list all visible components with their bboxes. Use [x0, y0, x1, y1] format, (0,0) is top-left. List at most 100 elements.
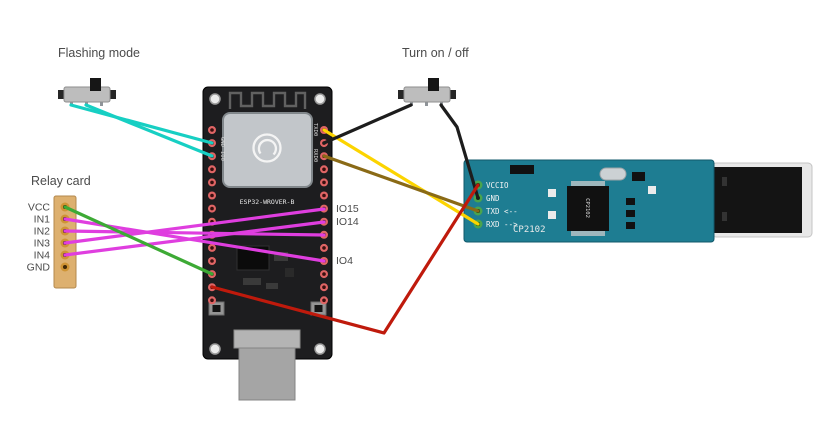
smd-component [243, 278, 261, 285]
esp32-silk-io0: IO0 [219, 151, 225, 161]
esp32-antenna [228, 91, 307, 109]
esp32-left-pin-hole [210, 167, 214, 172]
esp32-left-pin-hole [210, 298, 214, 303]
switch-leg [440, 100, 443, 106]
esp32-left-pin-hole [210, 206, 214, 211]
cp2102-chip [567, 186, 609, 231]
relay-pin-label-in3: IN3 [34, 238, 51, 250]
smd-component [274, 252, 288, 261]
switch-side-tab [110, 90, 116, 99]
wire-esp32-txd0-to-cp2102-rxd [322, 128, 480, 226]
switch-side-tab [398, 90, 404, 99]
smd-component [285, 268, 294, 277]
smd-pad [548, 189, 556, 197]
callout-io14: IO14 [336, 216, 359, 228]
switch-knob [90, 78, 101, 91]
wires [63, 103, 480, 335]
relay-pin-label-in4: IN4 [34, 250, 51, 262]
smd-pad [648, 186, 656, 194]
switch-side-tab [58, 90, 64, 99]
switch-side-tab [450, 90, 456, 99]
switch-leg [70, 100, 73, 106]
smd-component [510, 165, 534, 174]
turn-on-off-label: Turn on / off [402, 46, 469, 60]
usb-a-plug [714, 167, 802, 233]
cp2102-pin-label-vccio: VCCIO [486, 181, 509, 190]
en-button-cap [212, 305, 221, 312]
wire-relay-in3-to-esp32-io15 [63, 207, 326, 245]
relay-pin-label-gnd: GND [27, 262, 51, 274]
cp2102-pin-label-gnd: GND [486, 194, 500, 203]
callout-io15: IO15 [336, 203, 359, 215]
smd-component [266, 283, 278, 289]
flashing-mode-label: Flashing mode [58, 46, 140, 60]
usb-connector-plug [238, 347, 296, 401]
relay-pin-hole [62, 264, 68, 270]
esp32-left-pin-hole [210, 128, 214, 132]
switch-knob [428, 78, 439, 91]
crystal-oscillator [599, 167, 627, 181]
esp32-left-pin-hole [210, 180, 214, 185]
esp32-module-label: ESP32-WROVER-B [240, 198, 295, 206]
switch-leg [85, 100, 88, 106]
wire-relay-in4-to-esp32-io14 [63, 220, 326, 257]
esp-logo-swirl-icon [257, 138, 278, 156]
smd-component [626, 198, 635, 205]
boot-button-cap [314, 305, 323, 312]
esp32-right-pin-hole [322, 246, 326, 250]
esp32-right-pin-hole [322, 272, 326, 276]
usb-a-slot [722, 212, 727, 221]
smd-pad [548, 211, 556, 219]
mounting-hole [314, 343, 326, 355]
esp32-silk-txd0: TXD0 [312, 123, 318, 136]
cp2102-chip-label: CP2102 [584, 198, 590, 218]
wire-relay-vcc-to-esp32 [63, 205, 214, 276]
smd-component [626, 222, 635, 229]
flashing-mode-switch: Flashing mode [58, 46, 140, 106]
wire-relay-in2-to-esp32 [63, 229, 326, 237]
usb-connector-base [233, 329, 301, 349]
relay-pin-label-vcc: VCC [28, 202, 51, 214]
esp32-right-pin-hole [322, 167, 326, 172]
switch-body [403, 86, 451, 103]
smd-component [626, 210, 635, 217]
esp32-silk-rxd0: RXD0 [312, 149, 318, 162]
esp32-right-pin-hole [322, 180, 326, 185]
relay-pin-label-in2: IN2 [34, 226, 51, 238]
wire-onoff-switch-to-esp32-en [322, 103, 413, 145]
cp2102-pin-label-rxd: RXD --> [486, 220, 518, 229]
switch-leg [410, 100, 413, 106]
esp32-silk-gnd: GND [219, 137, 225, 147]
usb-a-slot [722, 177, 727, 186]
wire-flashing-switch-to-esp32-io0 [84, 103, 214, 158]
ic-pins [571, 181, 605, 186]
esp32-right-pin-hole [322, 298, 326, 303]
mounting-hole [209, 93, 221, 105]
callout-io4: IO4 [336, 255, 353, 267]
esp-logo-icon [252, 133, 282, 163]
wire-flashing-switch-to-esp32-gnd [69, 103, 214, 145]
cp2102-board-label: CP2102 [513, 225, 546, 235]
relay-card-title: Relay card [31, 174, 91, 188]
switch-body [63, 86, 111, 103]
esp32-left-pin-hole [210, 246, 214, 250]
mounting-hole [314, 93, 326, 105]
esp32-shield [222, 112, 313, 188]
cp2102-pin-label-txd: TXD <-- [486, 207, 518, 216]
esp32-left-pin-hole [210, 259, 214, 263]
wire-esp32-rxd0-to-cp2102-txd [322, 154, 480, 213]
ic-pins [571, 231, 605, 236]
esp32-right-pin-hole [322, 285, 326, 290]
cp2102-board: CP2102 CP2102 VCCIO GND TXD <-- RXD --> [463, 159, 813, 243]
esp32-board: ESP32-WROVER-B GND IO0 TXD0 RXD0 IO15 IO… [202, 86, 359, 401]
esp32-right-pin-hole [322, 193, 326, 198]
esp32-left-pin-hole [210, 193, 214, 198]
switch-leg [100, 100, 103, 106]
turn-on-off-switch: Turn on / off [398, 46, 469, 106]
wire-onoff-switch-to-cp2102-gnd [439, 103, 480, 200]
wire-esp32-to-cp2102-vccio [210, 183, 480, 335]
mounting-hole [209, 343, 221, 355]
smd-component [632, 172, 645, 181]
switch-leg [425, 100, 428, 106]
